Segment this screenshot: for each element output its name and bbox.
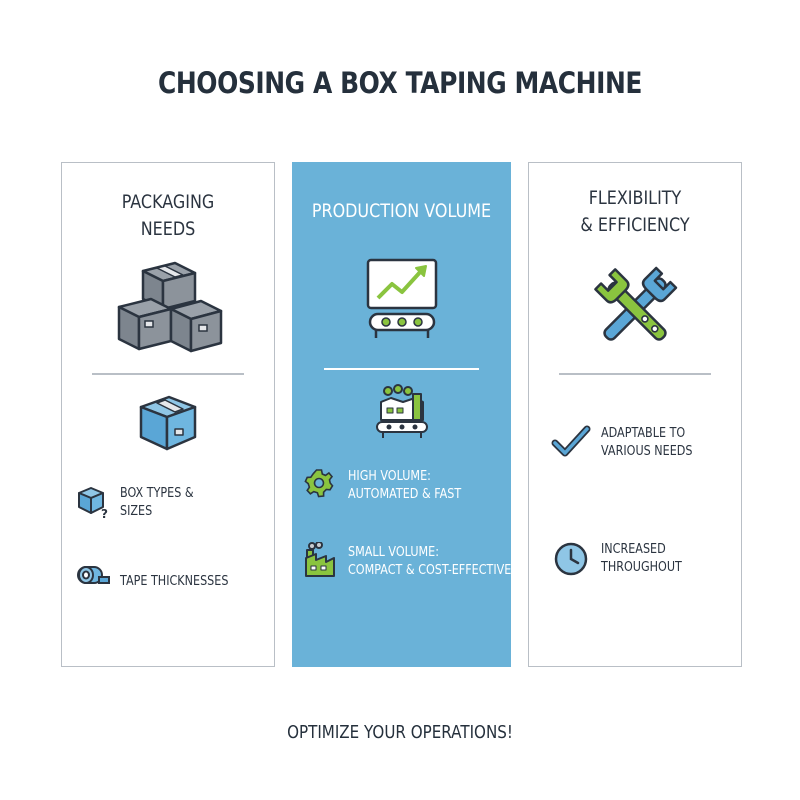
divider bbox=[92, 373, 244, 375]
clock-icon bbox=[554, 542, 588, 576]
panel-title-flexibility: FLEXIBILITY & EFFICIENCY bbox=[580, 187, 690, 236]
divider bbox=[324, 368, 479, 370]
wrenches-icon bbox=[594, 266, 678, 341]
stacked-boxes-icon bbox=[117, 261, 223, 353]
tape-roll-icon bbox=[77, 566, 110, 584]
checkmark-icon bbox=[551, 425, 591, 457]
gear-icon bbox=[304, 469, 334, 498]
small-factory-icon bbox=[305, 542, 335, 577]
panel-title-packaging: PACKAGING NEEDS bbox=[121, 191, 215, 240]
panel-flexibility-efficiency: FLEXIBILITY & EFFICIENCY ADAPTABLE TO VA… bbox=[528, 162, 742, 667]
factory-conveyor-icon bbox=[376, 384, 428, 438]
item-tape-thicknesses: TAPE THICKNESSES bbox=[120, 574, 229, 589]
item-box-types: BOX TYPES & SIZES bbox=[120, 486, 194, 519]
box-question-icon: ? bbox=[78, 487, 108, 519]
svg-text:?: ? bbox=[101, 507, 108, 519]
page-title: CHOOSING A BOX TAPING MACHINE bbox=[157, 66, 643, 100]
divider bbox=[559, 373, 711, 375]
item-adaptable: ADAPTABLE TO VARIOUS NEEDS bbox=[601, 426, 693, 459]
open-box-icon bbox=[139, 395, 197, 451]
item-throughput: INCREASED THROUGHOUT bbox=[601, 542, 682, 575]
panel-title-production: PRODUCTION VOLUME bbox=[311, 200, 492, 222]
chart-conveyor-icon bbox=[366, 258, 438, 338]
panel-packaging-needs: PACKAGING NEEDS bbox=[61, 162, 275, 667]
item-high-volume: HIGH VOLUME: AUTOMATED & FAST bbox=[348, 469, 462, 502]
item-small-volume: SMALL VOLUME: COMPACT & COST-EFFECTIVE bbox=[348, 545, 512, 578]
panel-production-volume: PRODUCTION VOLUME bbox=[292, 162, 511, 667]
footer-tagline: OPTIMIZE YOUR OPERATIONS! bbox=[287, 722, 513, 743]
